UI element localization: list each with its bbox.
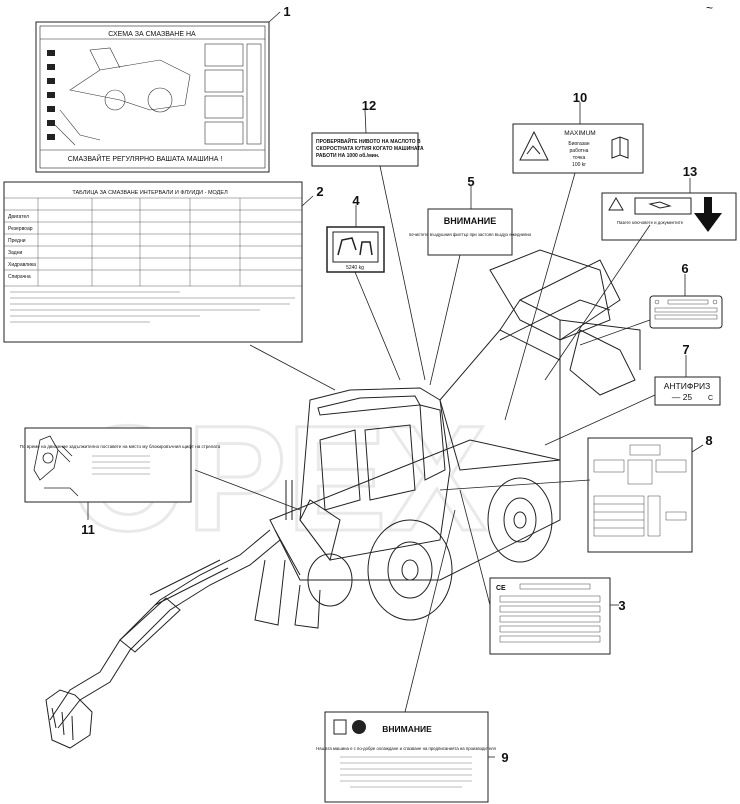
label-2-row: Двигател (8, 214, 29, 220)
label-5-title: ВНИМАНИЕ (444, 216, 496, 226)
leader-lines (87, 11, 704, 758)
label-7-unit: С (708, 395, 713, 402)
label-9-title: ВНИМАНИЕ (382, 724, 432, 734)
label-2-title: ТАБЛИЦА ЗА СМАЗВАНЕ ИНТЕРВАЛИ И ФЛУИДИ -… (72, 190, 228, 196)
label-9-warning-decal[interactable]: ВНИМАНИЕ Нашата машина е с по-добре охла… (316, 711, 496, 803)
label-12-line2: СКОРОСТНАТА КУТИЯ КОГАТО МАШИНАТА (316, 146, 424, 152)
label-12-gearbox-oil-decal[interactable]: ПРОВЕРЯВАЙТЕ НИВОТО НА МАСЛОТО В СКОРОСТ… (311, 132, 424, 167)
label-13-keys-decal[interactable]: Пазете ключовете и документите (601, 192, 737, 241)
down-arrow-icon (694, 197, 722, 232)
callout-2: 2 (316, 184, 323, 199)
label-5-text: почистете въздушния филтър при застоял в… (409, 232, 532, 237)
label-2-footnote-lines (10, 291, 295, 323)
label-1-machine-sketch (54, 47, 191, 146)
label-10-line4: 100 kr (572, 162, 586, 168)
callout-3: 3 (618, 598, 625, 613)
label-11-text: По време на движение задължително постав… (20, 444, 221, 449)
label-3-ce-plate[interactable]: CE (489, 577, 611, 655)
label-6-id-plate[interactable] (649, 295, 723, 329)
callout-1: 1 (283, 4, 290, 19)
label-1-lubrication-chart[interactable]: СХЕМА ЗА СМАЗВАНЕ НА СМАЗВАЙТЕ РЕГУЛЯРНО… (35, 21, 270, 173)
label-5-warning-decal[interactable]: ВНИМАНИЕ почистете въздушния филтър при … (409, 208, 532, 256)
label-2-row: Спирачна (8, 274, 31, 280)
label-9-text-lines (340, 756, 472, 788)
label-10-line2: работна (570, 148, 589, 154)
label-10-line1: Биогазан (568, 141, 589, 147)
label-2-fluids-table[interactable]: ТАБЛИЦА ЗА СМАЗВАНЕ ИНТЕРВАЛИ И ФЛУИДИ -… (3, 181, 303, 343)
label-3-brand: CE (496, 585, 506, 592)
callout-11: 11 (81, 522, 95, 537)
label-9-text: Нашата машина е с по-добре охлаждане и с… (316, 746, 496, 751)
callout-9: 9 (501, 750, 508, 765)
label-2-row: Предни (8, 238, 26, 244)
callout-7: 7 (682, 342, 689, 357)
callout-10: 10 (573, 90, 587, 105)
label-13-text: Пазете ключовете и документите (617, 220, 684, 225)
label-1-footer: СМАЗВАЙТЕ РЕГУЛЯРНО ВАШАТА МАШИНА ! (68, 154, 223, 163)
callout-8: 8 (705, 433, 712, 448)
machine-weight-icon (337, 237, 373, 256)
label-8-tables (593, 444, 687, 537)
label-10-line3: точка (573, 155, 586, 161)
label-7-value: — 25 (672, 392, 693, 402)
warning-triangle-icon (608, 197, 624, 211)
callout-12: 12 (362, 98, 376, 113)
label-2-row: Резервоар (8, 226, 33, 232)
backhoe-loader-drawing (45, 249, 641, 749)
label-8-spec-sheet[interactable] (587, 437, 693, 553)
label-2-row: Хидравлика (8, 262, 36, 268)
label-10-title: MAXIMUM (564, 130, 595, 137)
label-2-row-labels: Двигател Резервоар Предни Задни Хидравли… (8, 214, 36, 280)
label-4-text: 5240 kg (346, 265, 364, 271)
key-icon (648, 201, 672, 209)
label-10-maximum-decal[interactable]: MAXIMUM Биогазан работна точка 100 kr (512, 123, 644, 174)
fuel-icon (333, 719, 347, 735)
callout-13: 13 (683, 164, 697, 179)
warning-triangle-icon (519, 130, 549, 161)
callout-6: 6 (681, 261, 688, 276)
callout-5: 5 (467, 174, 474, 189)
label-1-detail-panels (204, 43, 262, 145)
hazard-icon (526, 145, 541, 155)
label-7-title: АНТИФРИЗ (664, 381, 710, 391)
label-7-antifreeze[interactable]: АНТИФРИЗ — 25 С (654, 376, 721, 406)
warning-circle-icon (352, 720, 366, 734)
corner-mark: ~ (706, 1, 713, 15)
label-12-line3: РАБОТИ НА 1000 об./мин. (316, 152, 380, 159)
label-11-text-lines (92, 455, 150, 475)
document-icon (634, 197, 692, 215)
label-11-boom-lock-decal[interactable]: По време на движение задължително постав… (20, 427, 221, 503)
label-1-callout-icons (47, 50, 55, 140)
label-4-weight-decal[interactable]: 5240 kg (326, 226, 385, 273)
label-12-line1: ПРОВЕРЯВАЙТЕ НИВОТО НА МАСЛОТО В (316, 137, 421, 145)
label-6-fields (654, 299, 718, 320)
label-1-title: СХЕМА ЗА СМАЗВАНЕ НА (108, 31, 196, 38)
label-2-grid (4, 197, 302, 287)
callout-numbers: 1 2 3 4 5 6 7 8 9 10 11 12 13 (81, 4, 712, 765)
label-2-row: Задни (8, 250, 22, 256)
boom-lock-pin-icon (33, 435, 79, 497)
label-3-fields (499, 583, 601, 643)
callout-4: 4 (352, 193, 360, 208)
